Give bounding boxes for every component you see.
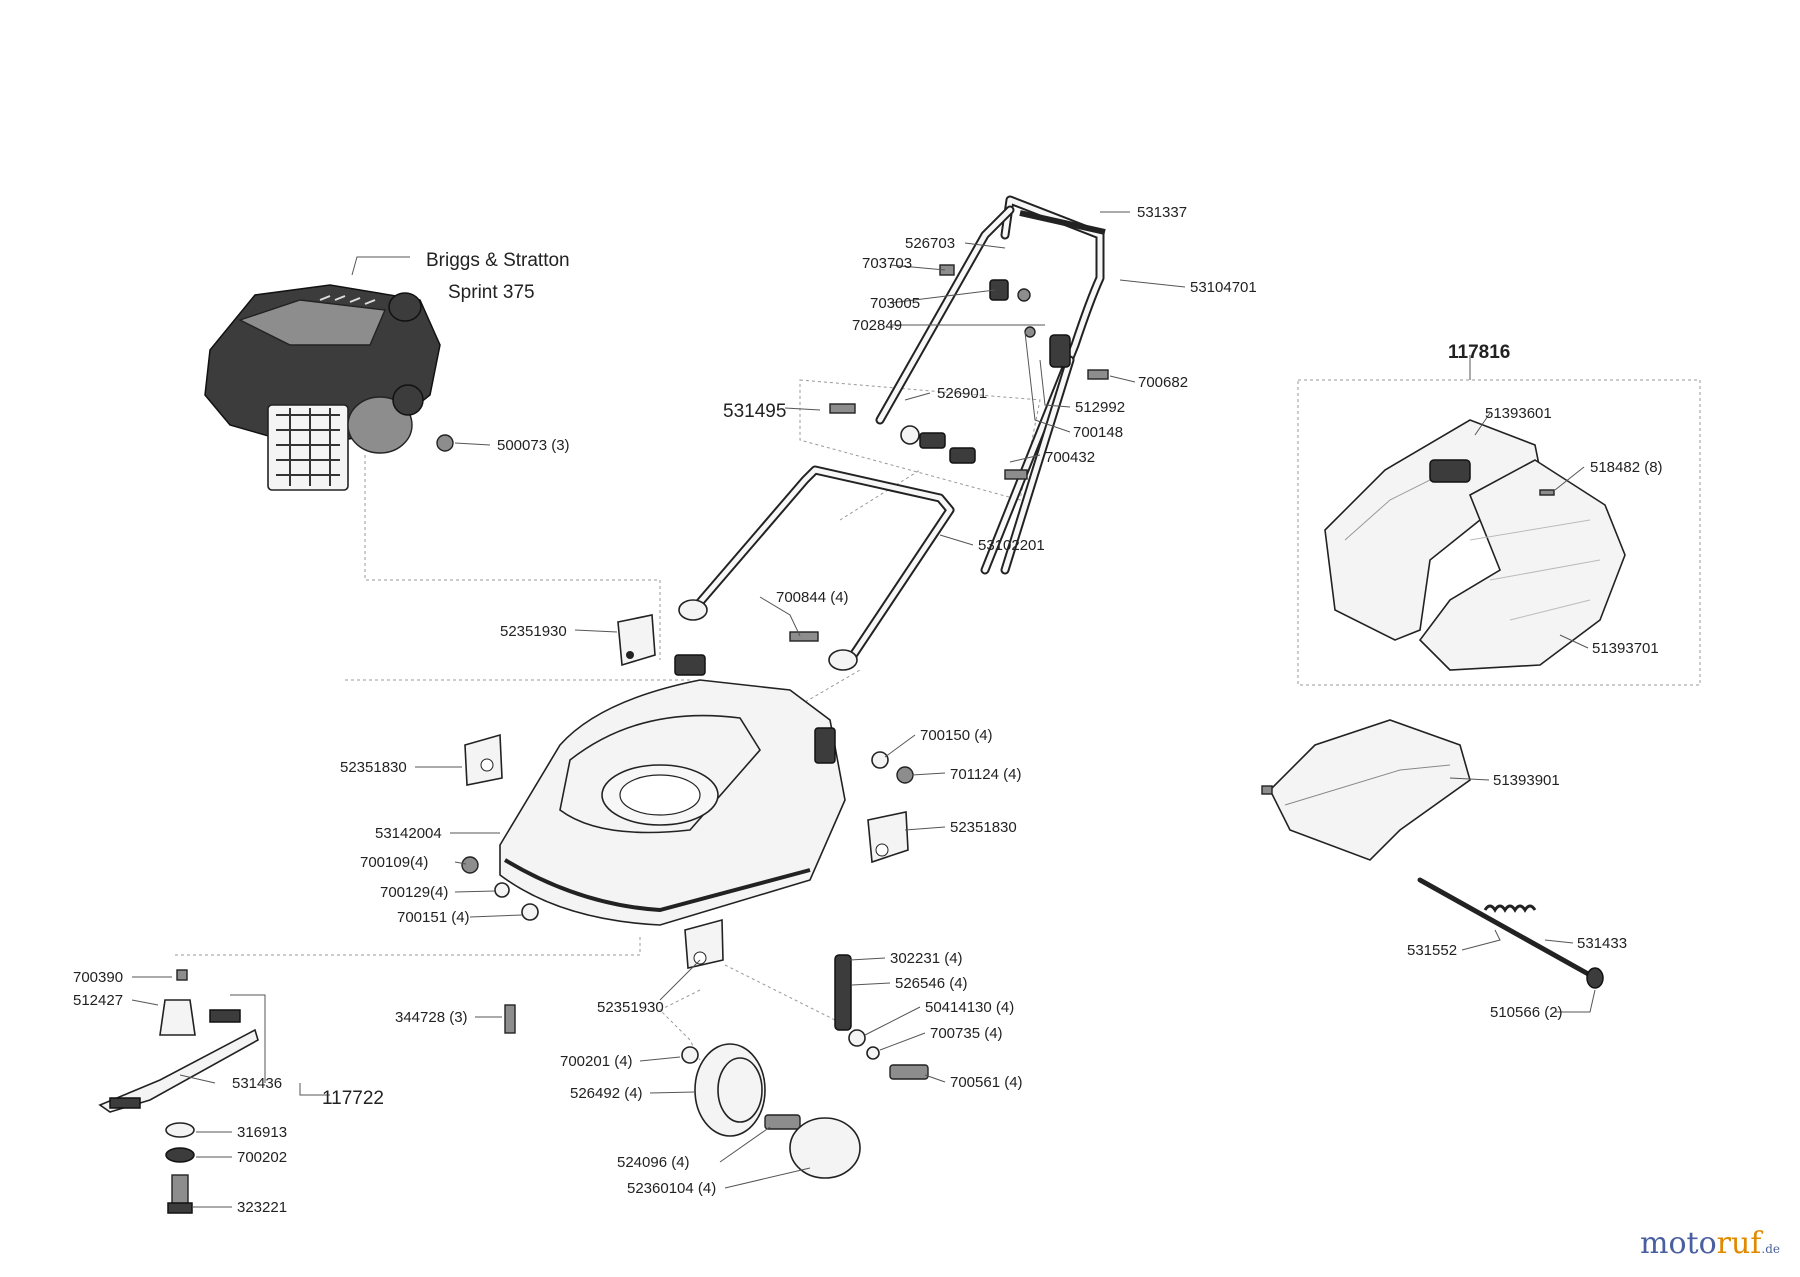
label-700844: 700844 (4) [776, 589, 849, 606]
label-52360104: 52360104 (4) [627, 1180, 716, 1197]
label-700150: 700150 (4) [920, 727, 993, 744]
label-700202: 700202 [237, 1149, 287, 1166]
engine-label: Briggs & Stratton Sprint 375 [426, 250, 570, 303]
label-700151: 700151 (4) [397, 909, 470, 926]
watermark-suffix: .de [1761, 1242, 1780, 1256]
group-label-handle-kit: 531495 [723, 401, 786, 422]
leader-lines [131, 211, 1596, 1208]
engine-model: Sprint 375 [448, 282, 535, 303]
wheel-assembly [504, 954, 929, 1179]
label-53142004: 53142004 [375, 825, 442, 842]
hardware-cluster-handle [829, 264, 1109, 480]
label-531436: 531436 [232, 1075, 282, 1092]
label-500073: 500073 (3) [497, 437, 570, 454]
label-700561: 700561 (4) [950, 1074, 1023, 1091]
label-702849: 702849 [852, 317, 902, 334]
label-302231: 302231 (4) [890, 950, 963, 967]
fasteners-deck [436, 434, 914, 921]
label-526546: 526546 (4) [895, 975, 968, 992]
label-700148: 700148 [1073, 424, 1123, 441]
watermark-ruf: ruf [1717, 1226, 1764, 1261]
blade-assembly [98, 969, 259, 1214]
label-531337: 531337 [1137, 204, 1187, 221]
label-52351930-bottom: 52351930 [597, 999, 664, 1016]
label-700129: 700129(4) [380, 884, 448, 901]
flap-illustration [1261, 719, 1471, 861]
group-label-blade-set: 117722 [322, 1088, 384, 1109]
part-number-labels: 531337 526703 703703 53104701 703005 702… [73, 204, 1663, 1216]
label-518482: 518482 (8) [1590, 459, 1663, 476]
label-700432: 700432 [1045, 449, 1095, 466]
assembly-guides [175, 379, 1701, 1061]
label-52351930-top: 52351930 [500, 623, 567, 640]
label-50414130: 50414130 (4) [925, 999, 1014, 1016]
label-512992: 512992 [1075, 399, 1125, 416]
label-53104701: 53104701 [1190, 279, 1257, 296]
label-531433: 531433 [1577, 935, 1627, 952]
label-526492: 526492 (4) [570, 1085, 643, 1102]
group-label-grass-bag: 117816 [1448, 342, 1510, 363]
label-701124: 701124 (4) [950, 766, 1021, 783]
label-703005: 703005 [870, 295, 920, 312]
svg-text:motoruf.de: motoruf.de [1640, 1226, 1780, 1261]
watermark-logo: motoruf.de [1640, 1226, 1780, 1261]
label-53102201: 53102201 [978, 537, 1045, 554]
label-52351830-right: 52351830 [950, 819, 1017, 836]
upper-handle-illustration [875, 195, 1106, 575]
deck-illustration [499, 654, 846, 926]
label-700390: 700390 [73, 969, 123, 986]
label-323221: 323221 [237, 1199, 287, 1216]
engine-brand: Briggs & Stratton [426, 250, 570, 271]
label-526703: 526703 [905, 235, 955, 252]
watermark-moto: moto [1640, 1226, 1717, 1261]
label-700201: 700201 (4) [560, 1053, 633, 1070]
label-344728: 344728 (3) [395, 1009, 468, 1026]
label-700735: 700735 (4) [930, 1025, 1003, 1042]
label-512427: 512427 [73, 992, 123, 1009]
axle-spring [1417, 877, 1604, 989]
grass-bag-illustration [1324, 419, 1626, 671]
label-51393701: 51393701 [1592, 640, 1659, 657]
label-700682: 700682 [1138, 374, 1188, 391]
mounting-brackets [464, 614, 909, 969]
label-526901: 526901 [937, 385, 987, 402]
lower-handle-illustration [678, 465, 955, 671]
label-51393901: 51393901 [1493, 772, 1560, 789]
engine-illustration [204, 284, 441, 491]
label-316913: 316913 [237, 1124, 287, 1141]
label-700109: 700109(4) [360, 854, 428, 871]
label-703703: 703703 [862, 255, 912, 272]
label-51393601: 51393601 [1485, 405, 1552, 422]
label-510566: 510566 (2) [1490, 1004, 1563, 1021]
label-52351830-left: 52351830 [340, 759, 407, 776]
label-524096: 524096 (4) [617, 1154, 690, 1171]
label-531552: 531552 [1407, 942, 1457, 959]
